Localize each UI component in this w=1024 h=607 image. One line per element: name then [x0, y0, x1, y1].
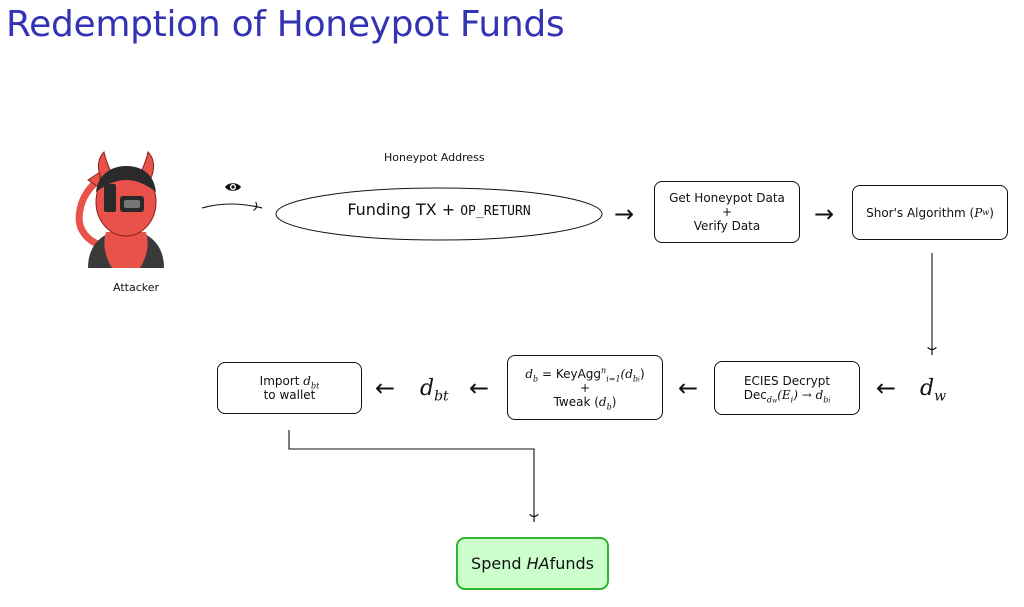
attacker-label: Attacker — [113, 281, 160, 294]
arrow-left-2: ← — [678, 374, 699, 402]
arrow-left-1: ← — [876, 374, 897, 402]
import-wallet-box: Import dbt to wallet — [217, 362, 362, 414]
spend-ha-funds-box: Spend HA funds — [456, 537, 609, 590]
dw-label: dw — [920, 376, 947, 405]
arrow-right-2: → — [814, 200, 835, 228]
shor-close: ) — [989, 205, 994, 220]
import-label: Import dbt — [259, 374, 320, 391]
slide-title: Redemption of Honeypot Funds — [6, 4, 565, 45]
funding-ellipse — [275, 187, 603, 241]
shor-label: Shor's Algorithm ( — [866, 205, 975, 220]
plus-sign: + — [579, 380, 591, 395]
op-return-text: OP_RETURN — [460, 204, 531, 219]
shor-var: P — [974, 205, 983, 220]
get-honeypot-data-label: Get Honeypot Data — [669, 191, 785, 205]
attacker-to-funding-arrow — [201, 201, 263, 211]
import-to-spend-arrow — [288, 430, 539, 522]
arrow-left-4: ← — [375, 374, 396, 402]
tweak-formula: Tweak (db) — [553, 394, 617, 411]
funding-tx-label: Funding TX + OP_RETURN — [274, 200, 604, 219]
ecies-label: ECIES Decrypt — [743, 374, 831, 388]
devil-attacker-icon — [75, 150, 164, 268]
eye-icon — [225, 183, 241, 191]
ecies-decrypt-box: ECIES Decrypt Decdw(Ei) → dbi — [714, 361, 860, 415]
plus-sign: + — [721, 205, 733, 219]
get-honeypot-data-box: Get Honeypot Data + Verify Data — [654, 181, 800, 243]
keyagg-tweak-box: db = KeyAggni=1(dbi) + Tweak (db) — [507, 355, 663, 420]
funding-tx-text: Funding TX + — [347, 200, 461, 219]
honeypot-address-caption: Honeypot Address — [384, 151, 485, 164]
keyagg-formula: db = KeyAggni=1(dbi) — [525, 365, 645, 383]
arrow-left-3: ← — [469, 374, 490, 402]
to-wallet-label: to wallet — [263, 388, 316, 402]
ecies-dec-formula: Decdw(Ei) → dbi — [743, 388, 831, 405]
dbt-label: dbt — [420, 376, 449, 405]
verify-data-label: Verify Data — [693, 219, 761, 233]
arrow-right-1: → — [614, 200, 635, 228]
